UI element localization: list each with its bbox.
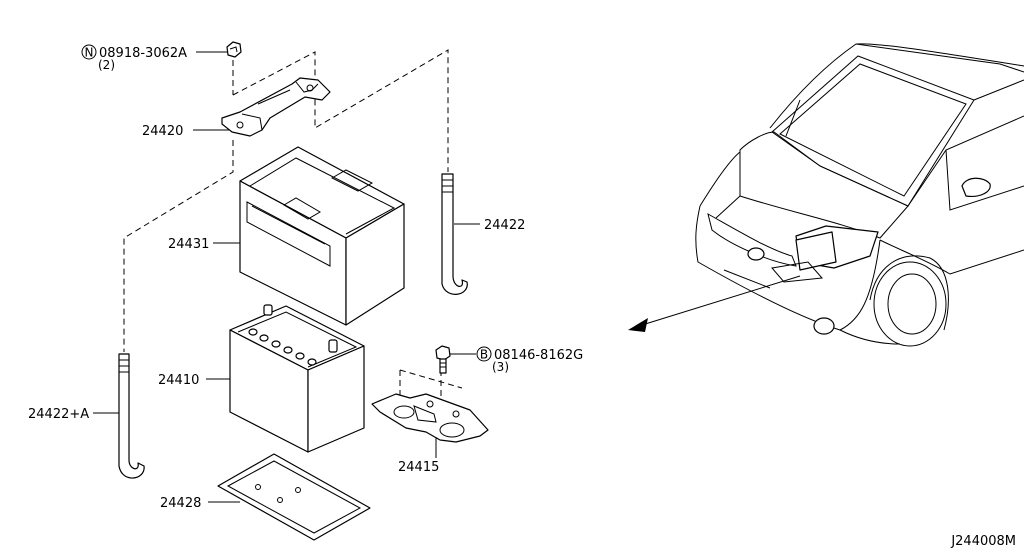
rod-left-part-number: 24422+A [28,407,89,422]
battery-hold-bracket [221,77,331,137]
nut-id: N [85,46,94,60]
bolt-id-circle [476,346,492,362]
battery [229,304,365,453]
battery-cover [239,146,405,326]
rod-right-part-number: 24422 [484,218,525,233]
nut-part-number: 08918-3062A [99,46,187,61]
cover-part-number: 24431 [168,237,209,252]
bracket-part-number: 24420 [142,124,183,139]
support-part-number: 24415 [398,460,439,475]
bolt-id: B [480,348,488,362]
nut-callout: N 08918-3062A (2) [81,44,187,72]
assembly-dashed-lines [123,49,463,398]
leader-lines [93,51,480,503]
hex-nut-part [226,41,242,58]
bolt-callout: B 08146-8162G (3) [476,346,583,374]
hold-down-rod-right [441,173,468,295]
bolt-quantity: (3) [492,360,509,374]
battery-part-number: 24410 [158,373,199,388]
nut-quantity: (2) [98,58,115,72]
battery-tray [217,453,371,541]
nut-id-circle [81,44,97,60]
bolt-part [435,345,451,374]
bolt-part-number: 08146-8162G [494,348,583,363]
tray-part-number: 24428 [160,496,201,511]
hold-down-rod-left [118,353,145,479]
figure-code: J244008M [950,534,1016,549]
vehicle-location-view [695,43,1024,347]
location-arrow [628,275,801,332]
arrow-head [628,318,648,332]
battery-support-bracket [371,393,489,443]
